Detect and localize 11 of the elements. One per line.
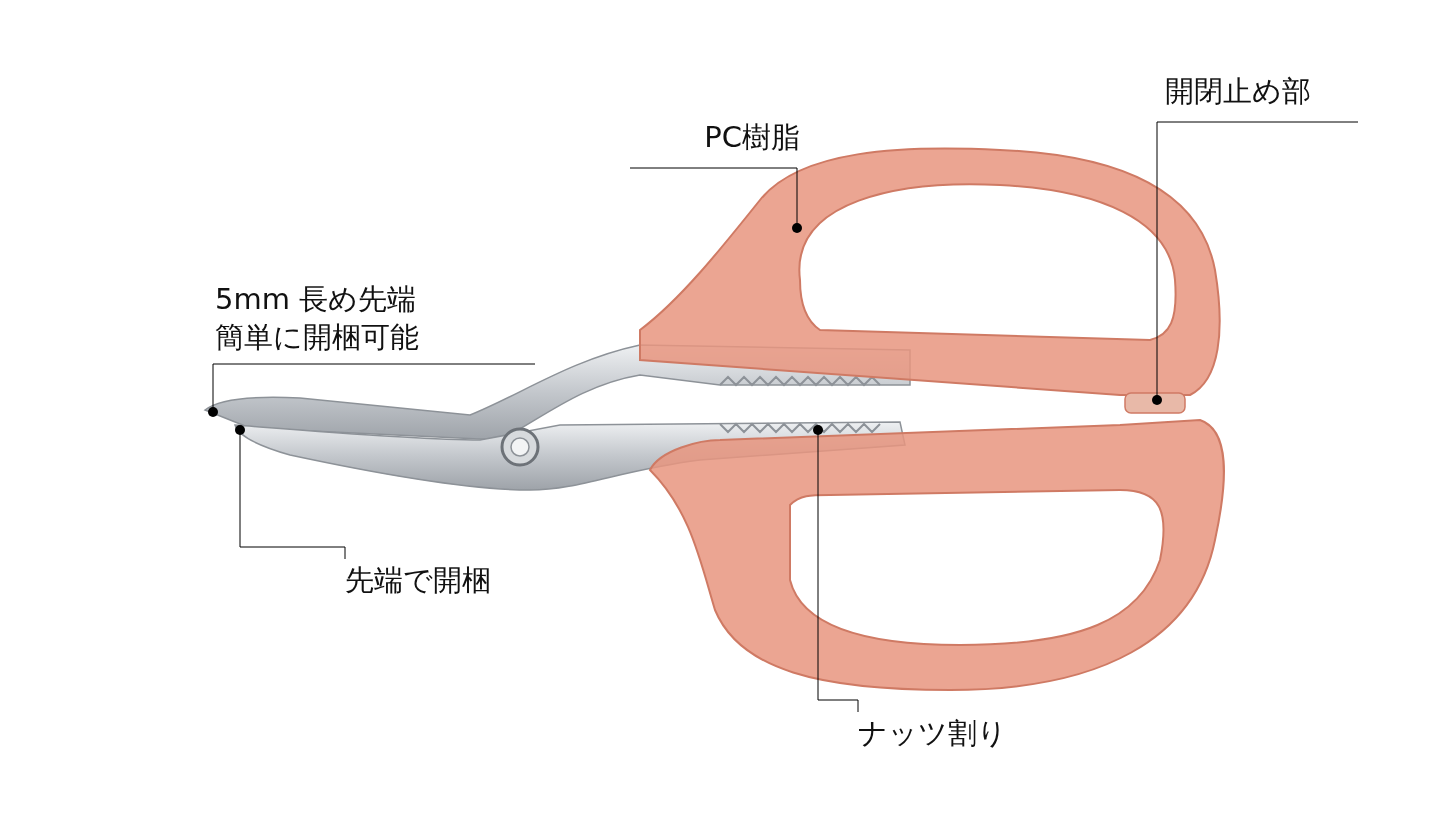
part-label: 簡単に開梱可能 xyxy=(215,319,419,356)
part-label: 開閉止め部 xyxy=(1165,73,1311,110)
leader-line xyxy=(813,425,859,713)
leader-line xyxy=(629,167,802,233)
leader-line xyxy=(208,363,536,417)
part-label: 5mm 長め先端 xyxy=(215,281,417,318)
part-label: 先端で開梱 xyxy=(345,562,491,599)
part-label: PC樹脂 xyxy=(704,119,800,156)
part-label: ナッツ割り xyxy=(858,715,1007,752)
leader-line xyxy=(1152,121,1359,405)
leader-line xyxy=(235,425,346,560)
